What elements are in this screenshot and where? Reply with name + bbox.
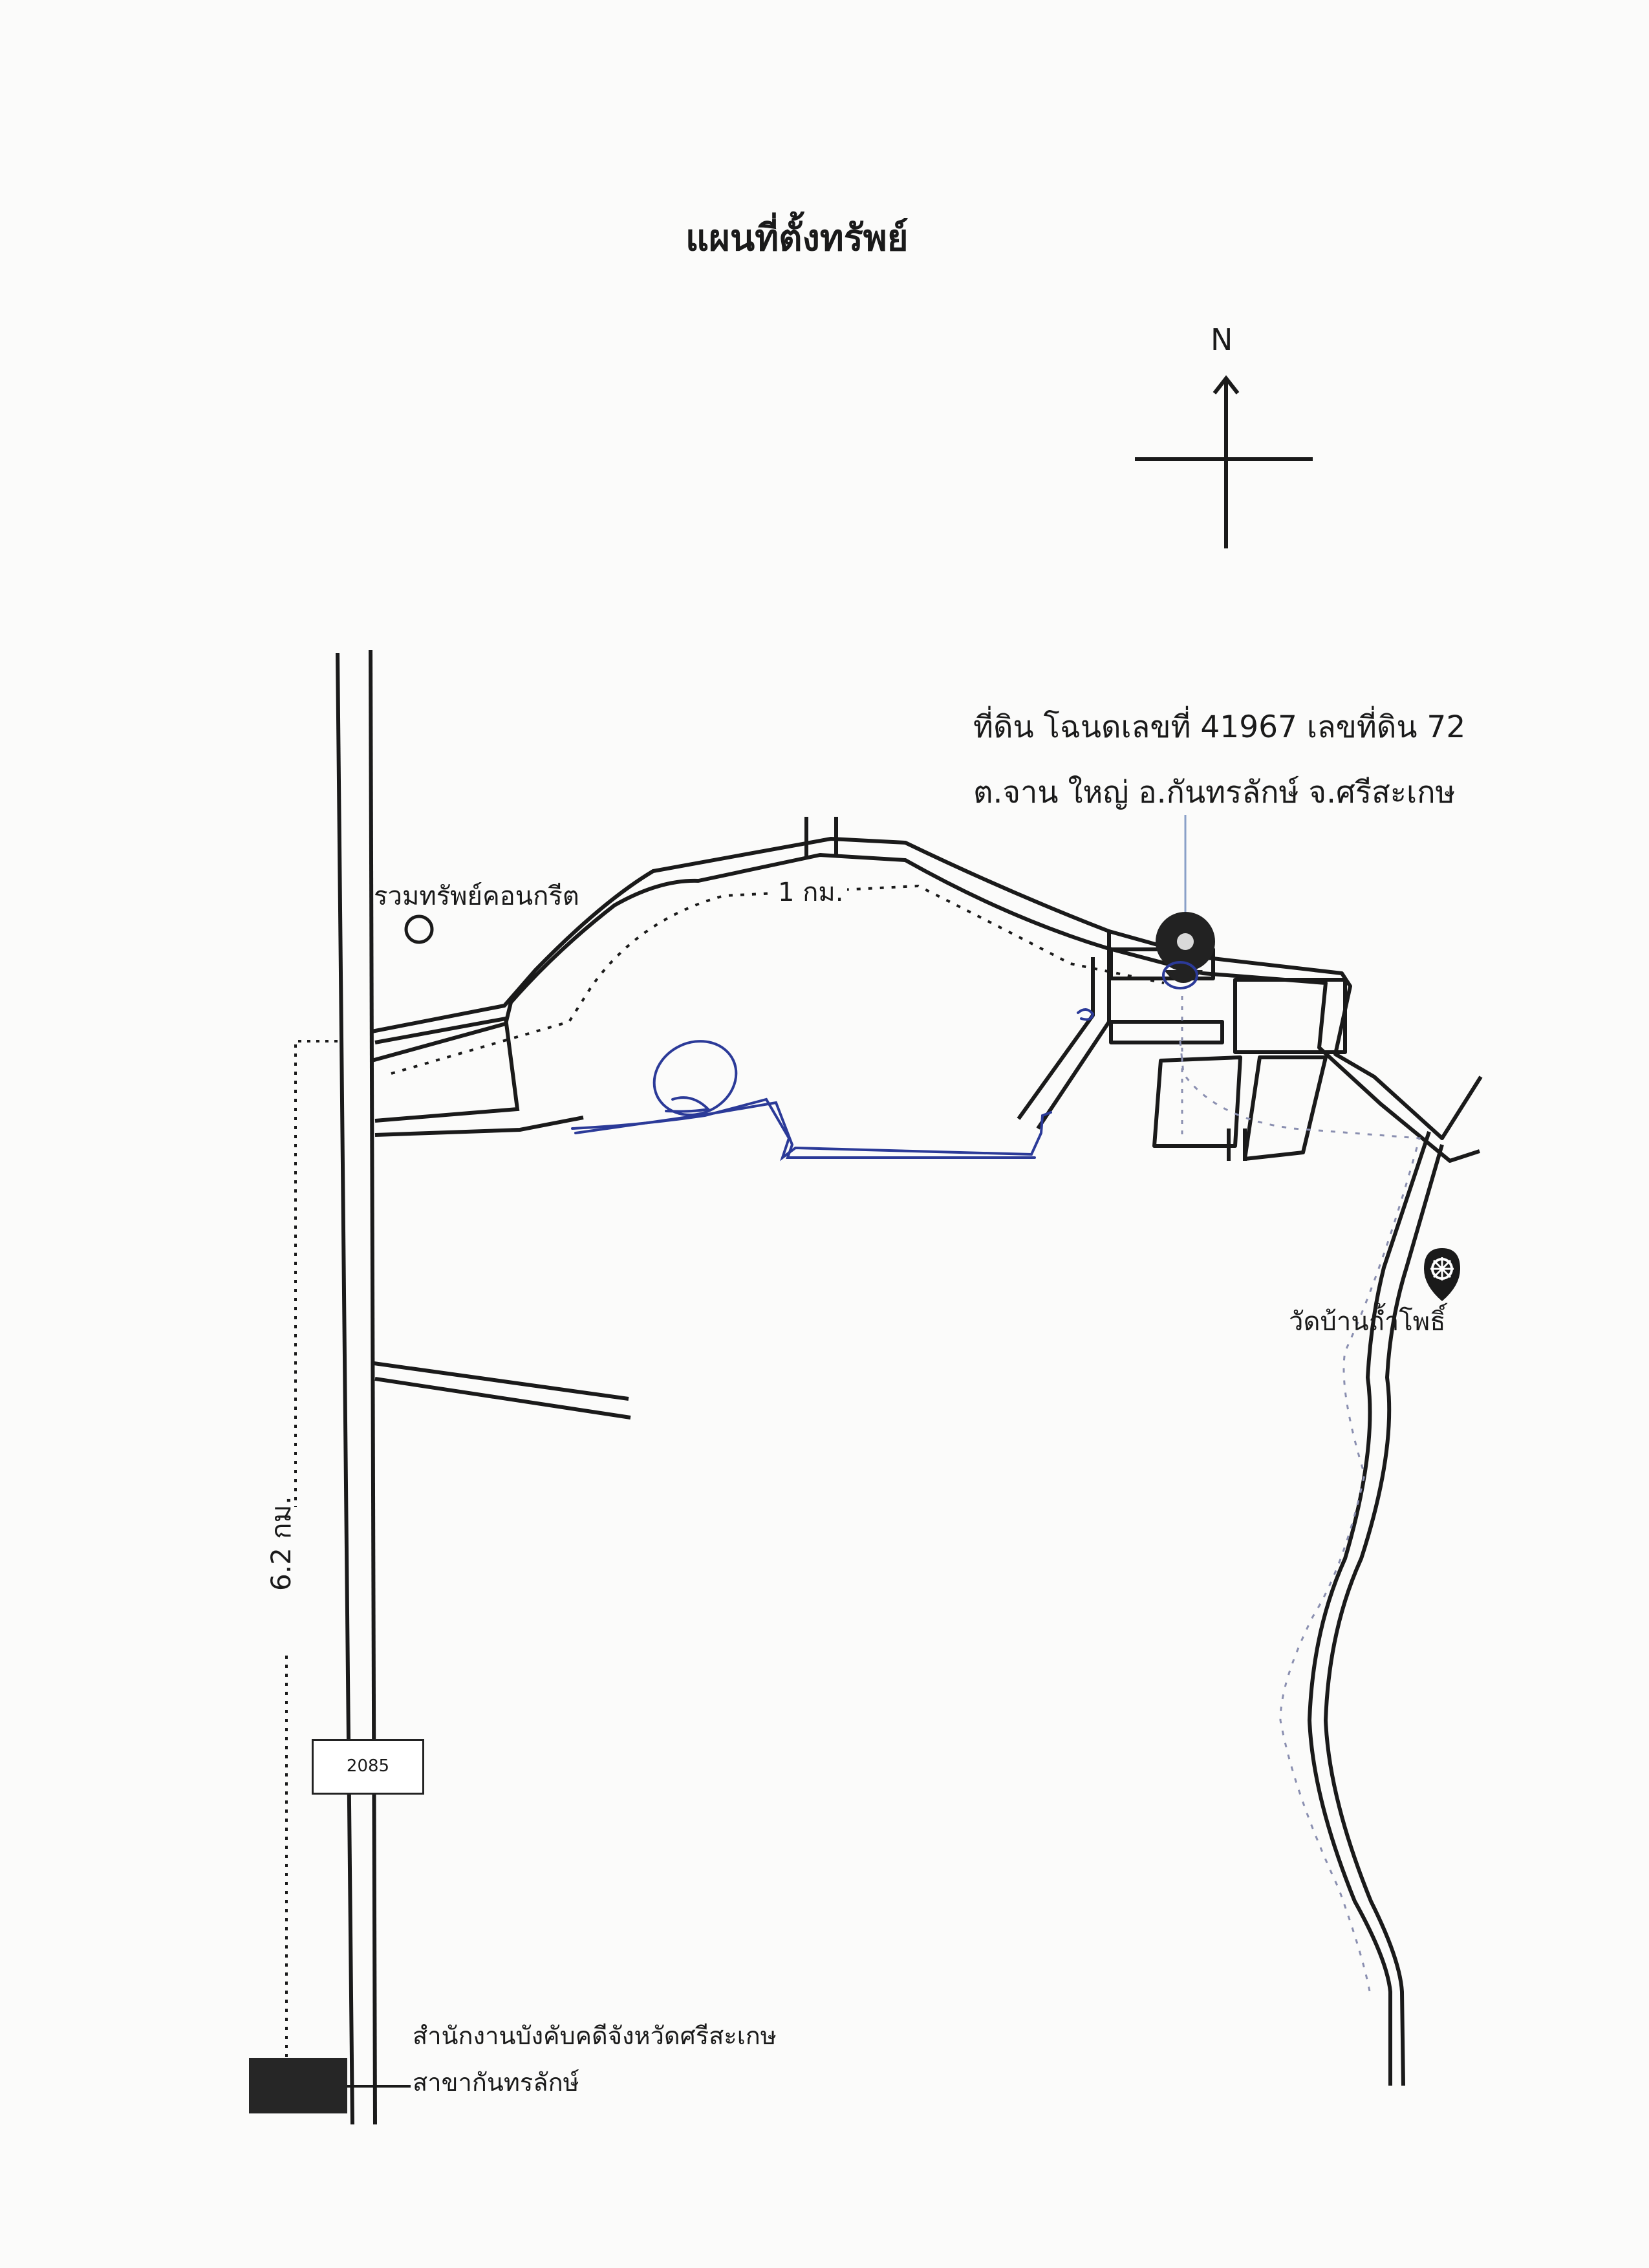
distance-line-upper — [391, 884, 1165, 1075]
road-grid-property — [1017, 931, 1347, 1161]
landmark-temple-label: วัดบ้านถ้ำโพธิ์ — [1289, 1307, 1446, 1337]
page-title: แผนที่ตั้งทรัพย์ — [685, 217, 909, 259]
distance-left-label: 6.2 กม. — [265, 1496, 297, 1591]
office-block-icon — [249, 2058, 347, 2113]
road-south-east — [1308, 1131, 1444, 2086]
distance-upper-label: 1 กม. — [774, 877, 848, 908]
distance-line-left — [285, 1040, 338, 2060]
dharma-wheel-pin-icon — [1424, 1248, 1460, 1301]
handwritten-road-sketch — [571, 1008, 1095, 1161]
map-pin-icon — [1156, 815, 1215, 1138]
parcel-location-label: ต.จาน ใหญ่ อ.กันทรลักษ์ จ.ศรีสะเกษ — [973, 775, 1456, 810]
office-name-label: สำนักงานบังคับคดีจังหวัดศรีสะเกษ — [413, 2022, 777, 2050]
landmark-concrete-label: รวมทรัพย์คอนกรีต — [374, 881, 579, 911]
road-to-property — [371, 817, 1483, 1163]
road-side-west — [373, 1361, 631, 1420]
highway-marker: 2085 — [312, 1739, 424, 1795]
north-label: N — [1211, 322, 1233, 357]
route-dotted-temple — [1179, 1041, 1421, 1999]
parcel-deed-label: ที่ดิน โฉนดเลขที่ 41967 เลขที่ดิน 72 — [973, 709, 1466, 745]
road-block-left — [374, 1016, 584, 1137]
main-highway — [336, 649, 377, 2125]
compass-cross-icon — [1135, 375, 1313, 548]
circle-marker-icon — [404, 914, 434, 944]
office-branch-label: สาขากันทรลักษ์ — [413, 2068, 579, 2097]
